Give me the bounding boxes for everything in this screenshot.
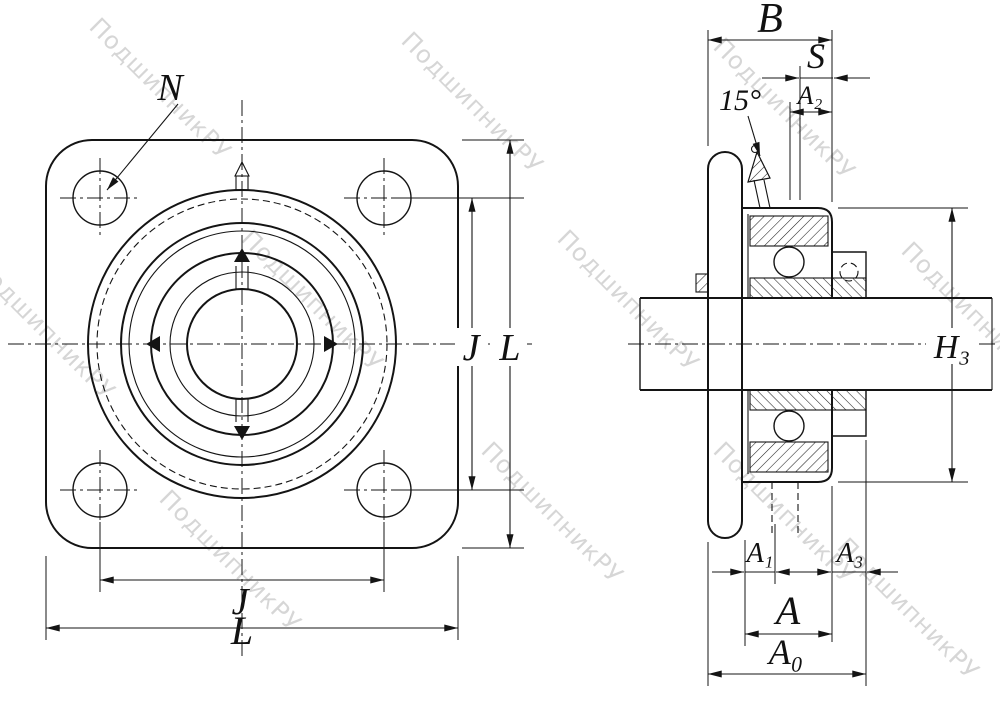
dimension-label-a: A [773, 588, 801, 633]
locking-marks [146, 248, 338, 440]
lube-plug [695, 273, 709, 293]
watermark-text: ПодшипникРУ [396, 26, 549, 179]
flange-plate [707, 151, 743, 539]
dimension-angle: 15° [719, 84, 761, 157]
dimension-b: B [707, 0, 833, 202]
inner-ring-bottom [749, 389, 867, 411]
dimension-label-l-horizontal: L [230, 608, 253, 653]
dimension-label-a3: A₃ [835, 538, 864, 569]
dimension-j-horizontal: J [99, 522, 385, 623]
dimension-h3: H₃ [838, 207, 978, 483]
dimension-a2: A₂ [789, 81, 832, 200]
housing-body [742, 207, 833, 483]
dimension-a1: A₁ [712, 524, 806, 646]
dimension-l-vertical: L [462, 139, 527, 549]
watermark-text: ПодшипникРУ [0, 252, 121, 405]
bolt-hole-top-left [60, 158, 140, 238]
grease-nipple [747, 144, 771, 209]
dimension-label-l-vertical: L [498, 327, 520, 369]
dimension-label-s: S [807, 36, 825, 76]
dimension-label-n: N [156, 67, 185, 109]
dimension-a: A [745, 588, 832, 638]
ball-top [773, 246, 805, 278]
inner-ring-top [749, 277, 867, 299]
dimension-a0: A₀ [707, 542, 866, 686]
grease-fitting-front [234, 160, 250, 191]
watermark-text: ПодшипникРУ [896, 236, 1000, 389]
front-view-centerlines [8, 100, 532, 660]
dimension-a3: A₃ [802, 440, 898, 686]
dimension-label-a2: A₂ [796, 81, 823, 110]
watermark-text: ПодшипникРУ [552, 224, 705, 377]
dimension-n: N [106, 67, 185, 191]
dimension-label-a0: A₀ [767, 632, 804, 672]
leader-n [106, 103, 179, 191]
side-view: B S A₂ 15° H₃ [628, 0, 998, 686]
watermark-text: ПодшипникРУ [236, 224, 389, 377]
watermark-text: ПодшипникРУ [476, 436, 629, 589]
dimension-label-a1: A₁ [745, 538, 774, 569]
hidden-bolt-hole [771, 482, 799, 536]
bearing-section [749, 215, 867, 473]
outer-ring-bottom [749, 441, 829, 473]
dimension-label-b: B [757, 0, 783, 42]
dimension-label-angle: 15° [719, 84, 761, 117]
dimension-label-j-vertical: J [463, 327, 482, 369]
dimension-label-j-horizontal: J [232, 581, 251, 623]
outer-ring-top [749, 215, 829, 247]
front-view: N J L J [8, 67, 532, 660]
leader-angle [747, 115, 761, 157]
dimension-j-vertical: J [392, 197, 524, 491]
ball-bottom [773, 410, 805, 442]
dimension-s: S [762, 36, 870, 200]
bolt-hole-bottom-left [60, 450, 140, 530]
dimension-l-horizontal: L [45, 556, 459, 653]
dimension-label-h3: H₃ [933, 329, 970, 366]
